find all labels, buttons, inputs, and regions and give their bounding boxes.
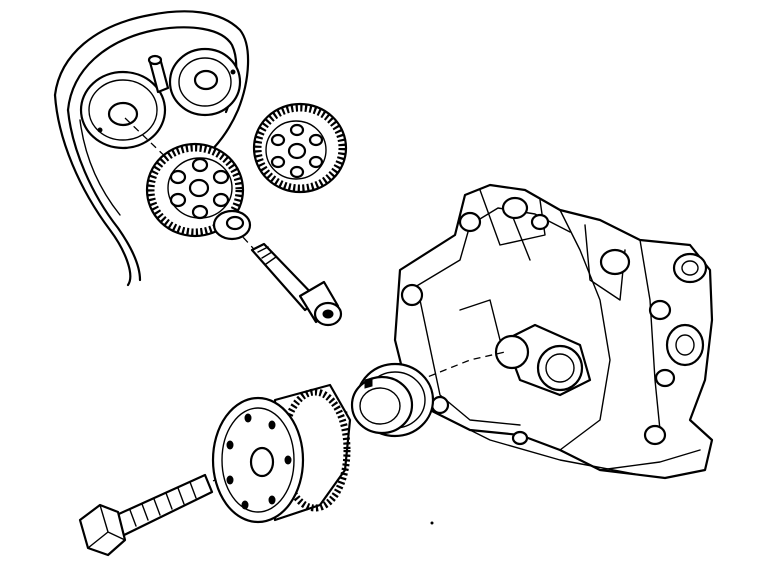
crankshaft-pulley-bolt xyxy=(78,473,214,557)
sprocket-washer xyxy=(212,209,252,241)
camshaft-sprocket-right xyxy=(252,102,348,194)
crankshaft-timing-pulley xyxy=(211,383,352,524)
camshaft-housing-cover xyxy=(53,10,250,287)
camshaft-sprocket-left xyxy=(145,142,245,238)
engine-front-housing xyxy=(393,183,714,480)
sprocket-bolt xyxy=(250,242,343,327)
stray-dot xyxy=(430,521,434,525)
crankshaft-oil-seal xyxy=(350,362,435,438)
